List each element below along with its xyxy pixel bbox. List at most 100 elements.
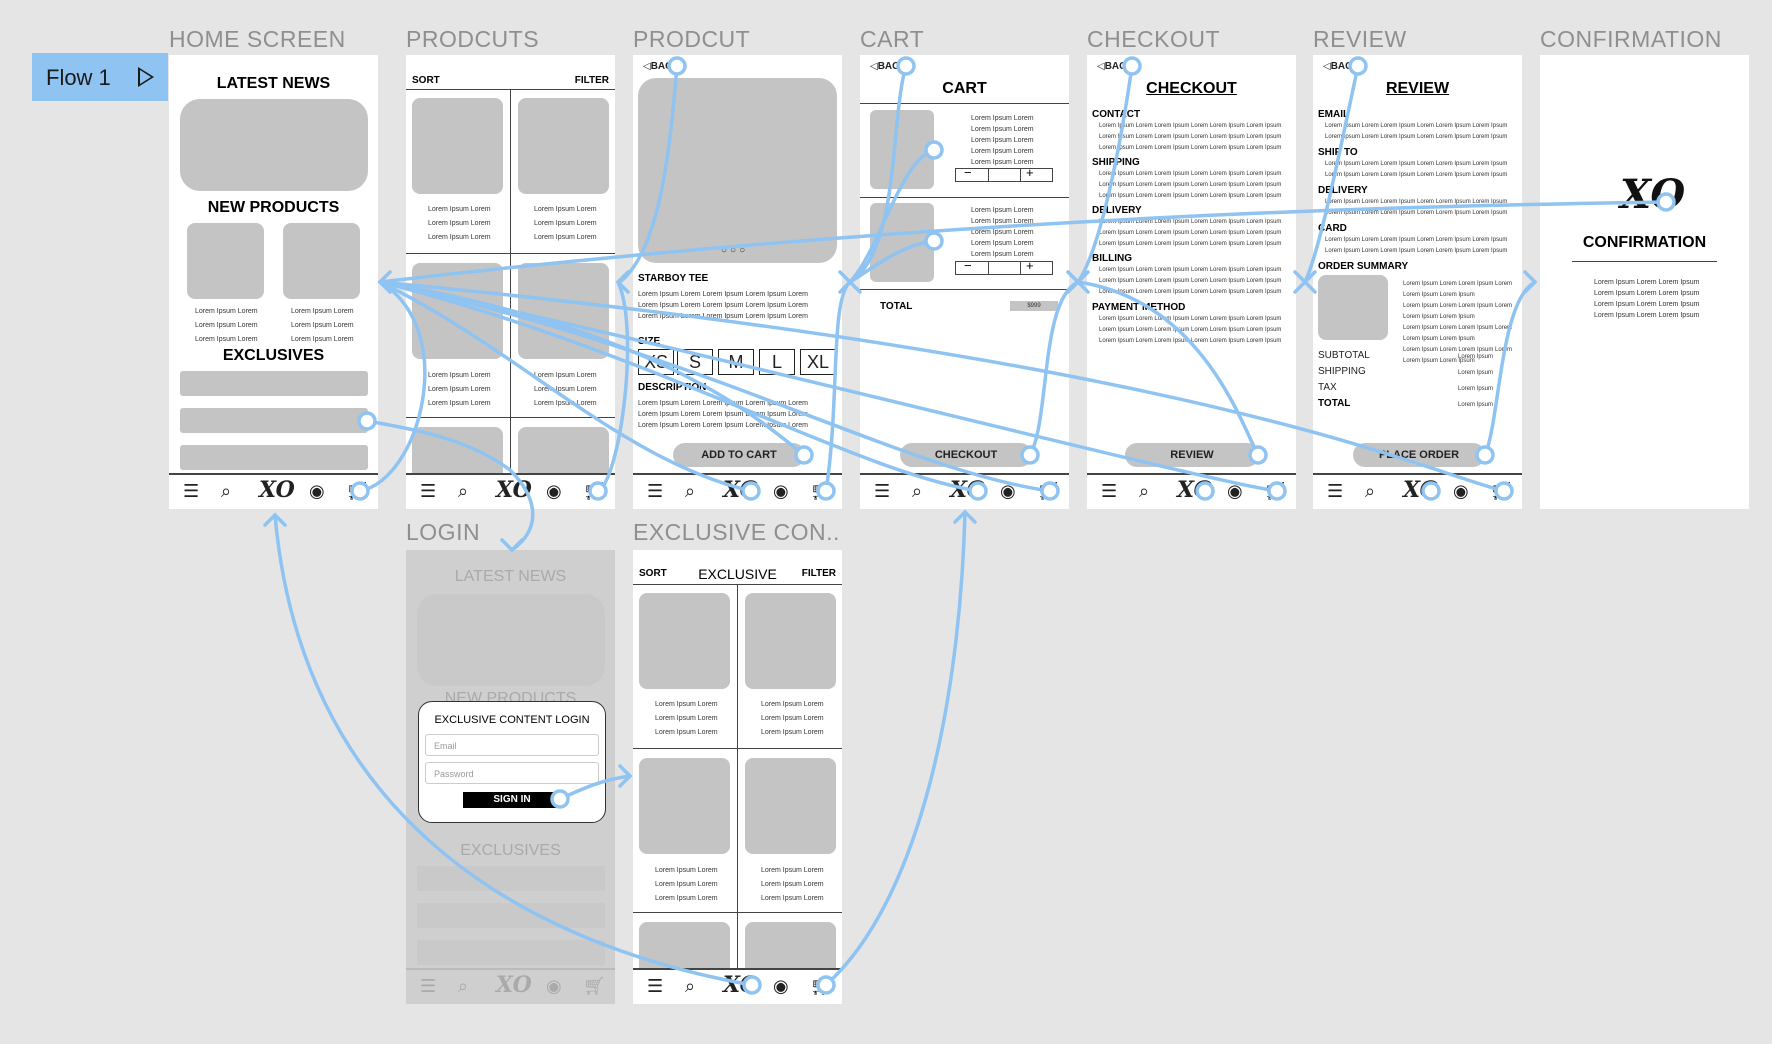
password-input[interactable]: Password <box>425 762 599 784</box>
cart-icon[interactable]: 🛒︎ <box>1264 481 1287 501</box>
search-icon[interactable]: ⌕ <box>685 481 696 501</box>
search-icon[interactable]: ⌕ <box>1139 481 1150 501</box>
profile-icon[interactable]: ◉ <box>773 481 789 501</box>
plus-icon[interactable]: + <box>1026 165 1034 180</box>
search-icon[interactable]: ⌕ <box>221 481 232 501</box>
frame-review[interactable]: ◁BAC REVIEW EMAIL Lorem Ipsum Lorem Lore… <box>1313 55 1522 509</box>
xo-logo-icon[interactable]: XO <box>259 477 295 503</box>
review-button[interactable]: REVIEW <box>1125 443 1259 467</box>
frame-product[interactable]: ◁BAC ○○○ STARBOY TEE Lorem Ipsum Lorem L… <box>633 55 842 509</box>
sort-button[interactable]: SORT <box>412 75 440 86</box>
frame-login[interactable]: LATEST NEWS NEW PRODUCTS EXCLUSIVES EXCL… <box>406 550 615 1004</box>
place-order-button[interactable]: PLACE ORDER <box>1353 443 1485 467</box>
latest-news-heading: LATEST NEWS <box>454 568 567 585</box>
checkout-button[interactable]: CHECKOUT <box>900 443 1032 467</box>
xo-logo-icon[interactable]: XO <box>496 477 532 503</box>
cart-item-2-image[interactable] <box>870 203 934 282</box>
cart-icon[interactable]: 🛒︎ <box>1037 481 1060 501</box>
cart-item-1-image[interactable] <box>870 110 934 189</box>
menu-icon[interactable]: ☰ <box>1101 481 1118 501</box>
search-icon[interactable]: ⌕ <box>1365 481 1376 501</box>
menu-icon[interactable]: ☰ <box>647 481 664 501</box>
exclusive-tile-3[interactable] <box>639 758 730 854</box>
email-input[interactable]: Email <box>425 734 599 756</box>
xo-logo-icon[interactable]: XO <box>1177 477 1213 503</box>
back-button[interactable]: ◁BAC <box>1323 61 1353 72</box>
xo-logo-icon[interactable]: XO <box>1403 477 1439 503</box>
new-product-2-image[interactable] <box>283 223 360 299</box>
minus-icon[interactable]: − <box>964 258 972 273</box>
profile-icon[interactable]: ◉ <box>1453 481 1469 501</box>
menu-icon[interactable]: ☰ <box>874 481 891 501</box>
play-icon[interactable] <box>138 67 154 87</box>
search-icon[interactable]: ⌕ <box>458 481 469 501</box>
exclusive-item-3[interactable] <box>180 445 368 470</box>
cart-icon[interactable]: 🛒︎ <box>346 481 369 501</box>
flow-1-badge[interactable]: Flow 1 <box>32 53 168 101</box>
profile-icon[interactable]: ◉ <box>309 481 325 501</box>
profile-icon[interactable]: ◉ <box>1227 481 1243 501</box>
plus-icon[interactable]: + <box>1026 258 1034 273</box>
add-to-cart-button[interactable]: ADD TO CART <box>673 443 805 467</box>
billing-section[interactable]: BILLING <box>1092 253 1132 264</box>
bottom-nav: ☰ ⌕ XO ◉ 🛒︎ <box>406 473 615 509</box>
product-tile-1[interactable] <box>412 98 503 194</box>
xo-logo-icon[interactable]: XO <box>950 477 986 503</box>
new-product-1-image[interactable] <box>187 223 264 299</box>
filter-button[interactable]: FILTER <box>801 568 836 579</box>
exclusive-tile-4[interactable] <box>745 758 836 854</box>
product-tile-2[interactable] <box>518 98 609 194</box>
contact-section[interactable]: CONTACT <box>1092 109 1141 120</box>
size-xs-button[interactable]: XS <box>638 349 674 375</box>
product-tile-3[interactable] <box>412 263 503 359</box>
size-s-button[interactable]: S <box>677 349 713 375</box>
exclusive-item-1[interactable] <box>180 371 368 396</box>
search-icon[interactable]: ⌕ <box>912 481 923 501</box>
cart-icon[interactable]: 🛒︎ <box>583 481 606 501</box>
back-button[interactable]: ◁BAC <box>870 61 900 72</box>
bottom-nav: ☰ ⌕ XO ◉ 🛒︎ <box>406 968 615 1004</box>
product-tile-4[interactable] <box>518 263 609 359</box>
minus-icon[interactable]: − <box>964 165 972 180</box>
total-label: TOTAL <box>880 301 913 312</box>
size-l-button[interactable]: L <box>759 349 795 375</box>
sign-in-button[interactable]: SIGN IN <box>463 792 561 808</box>
profile-icon[interactable]: ◉ <box>546 481 562 501</box>
cart-icon[interactable]: 🛒︎ <box>810 976 833 996</box>
back-button[interactable]: ◁BAC <box>643 61 673 72</box>
shipping-section[interactable]: SHIPPING <box>1092 157 1140 168</box>
profile-icon[interactable]: ◉ <box>1000 481 1016 501</box>
news-banner-placeholder[interactable] <box>180 99 368 191</box>
size-xl-button[interactable]: XL <box>800 349 836 375</box>
carousel-dots[interactable]: ○○○ <box>721 245 749 256</box>
frame-home[interactable]: LATEST NEWS NEW PRODUCTS Lorem Ipsum Lor… <box>169 55 378 509</box>
product-image-carousel[interactable] <box>638 78 837 263</box>
xo-logo-icon[interactable]: XO <box>723 477 759 503</box>
arrowhead <box>953 509 977 524</box>
filter-button[interactable]: FILTER <box>574 75 609 86</box>
profile-icon[interactable]: ◉ <box>773 976 789 996</box>
exclusive-item-2[interactable] <box>180 408 368 433</box>
bottom-nav: ☰ ⌕ XO ◉ 🛒︎ <box>633 968 842 1004</box>
frame-checkout[interactable]: ◁BAC CHECKOUT CONTACT Lorem Ipsum Lorem … <box>1087 55 1296 509</box>
xo-logo-icon[interactable]: XO <box>723 972 759 998</box>
cart-icon[interactable]: 🛒︎ <box>1490 481 1513 501</box>
exclusive-tile-2[interactable] <box>745 593 836 689</box>
cart-icon[interactable]: 🛒︎ <box>810 481 833 501</box>
search-icon[interactable]: ⌕ <box>685 976 696 996</box>
frame-confirmation[interactable]: XO CONFIRMATION Lorem Ipsum Lorem Lorem … <box>1540 55 1749 509</box>
menu-icon[interactable]: ☰ <box>420 481 437 501</box>
menu-icon[interactable]: ☰ <box>183 481 200 501</box>
menu-icon[interactable]: ☰ <box>1327 481 1344 501</box>
frame-title-products: PRODCUTS <box>406 26 540 52</box>
menu-icon[interactable]: ☰ <box>647 976 664 996</box>
delivery-section[interactable]: DELIVERY <box>1092 205 1142 216</box>
size-m-button[interactable]: M <box>718 349 754 375</box>
back-button[interactable]: ◁BAC <box>1097 61 1127 72</box>
exclusive-tile-1[interactable] <box>639 593 730 689</box>
payment-section[interactable]: PAYMENT METHOD <box>1092 302 1186 313</box>
